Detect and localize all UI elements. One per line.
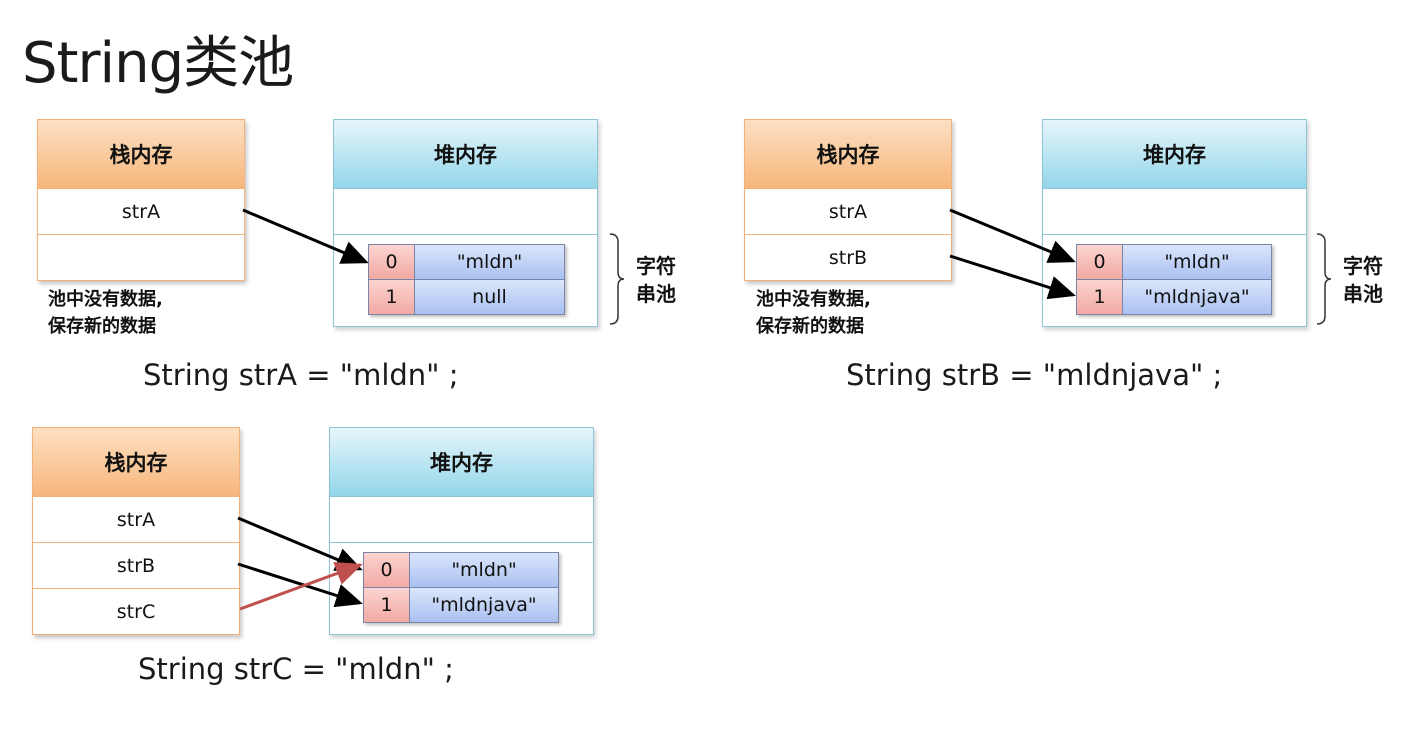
pool-note: 池中没有数据, 保存新的数据 xyxy=(756,286,871,340)
string-pool: 0 "mldn" 1 "mldnjava" xyxy=(1076,244,1272,315)
pool-row: 0 "mldn" xyxy=(369,245,564,279)
stack-memory-box: 栈内存 strA strB strC xyxy=(32,427,240,635)
pool-row: 1 "mldnjava" xyxy=(364,587,558,622)
pool-note-line: 保存新的数据 xyxy=(48,316,156,337)
pool-note: 池中没有数据, 保存新的数据 xyxy=(48,286,163,340)
heap-memory-header: 堆内存 xyxy=(1043,120,1306,189)
string-pool-label-line: 字符 xyxy=(1343,254,1383,278)
stack-memory-box: 栈内存 strA xyxy=(37,119,245,281)
stack-memory-header: 栈内存 xyxy=(745,120,951,189)
string-pool-label-line: 串池 xyxy=(1343,282,1383,306)
string-pool: 0 "mldn" 1 "mldnjava" xyxy=(363,552,559,623)
pool-value: "mldnjava" xyxy=(1123,280,1271,314)
pool-index: 1 xyxy=(369,280,415,314)
pool-value: "mldn" xyxy=(415,245,564,279)
stack-row: strA xyxy=(38,189,244,235)
string-pool-label-line: 字符 xyxy=(636,254,676,278)
pool-row: 1 null xyxy=(369,279,564,314)
new-reference-arrow xyxy=(239,561,363,611)
pool-value: "mldnjava" xyxy=(410,588,558,622)
string-pool-label: 字符 串池 xyxy=(1343,252,1383,308)
pool-note-line: 保存新的数据 xyxy=(756,316,864,337)
heap-empty-row xyxy=(330,497,593,543)
pool-row: 0 "mldn" xyxy=(364,553,558,587)
reference-arrow xyxy=(237,516,363,571)
pool-value: "mldn" xyxy=(1123,245,1271,279)
pool-row: 0 "mldn" xyxy=(1077,245,1271,279)
string-pool-label: 字符 串池 xyxy=(636,252,676,308)
heap-empty-row xyxy=(334,189,597,235)
page-title: String类池 xyxy=(22,31,294,96)
string-pool-brace xyxy=(609,233,625,325)
stack-memory-box: 栈内存 strA strB xyxy=(744,119,952,281)
reference-arrow xyxy=(949,208,1076,263)
stack-row: strA xyxy=(745,189,951,235)
string-pool-label-line: 串池 xyxy=(636,282,676,306)
stack-memory-header: 栈内存 xyxy=(33,428,239,497)
heap-memory-header: 堆内存 xyxy=(334,120,597,189)
reference-arrow xyxy=(242,208,369,264)
stack-row: strB xyxy=(33,543,239,589)
pool-index: 1 xyxy=(1077,280,1123,314)
string-pool: 0 "mldn" 1 null xyxy=(368,244,565,315)
pool-row: 1 "mldnjava" xyxy=(1077,279,1271,314)
stack-row: strC xyxy=(116,600,156,623)
pool-index: 0 xyxy=(364,553,410,587)
pool-note-line: 池中没有数据, xyxy=(756,289,871,310)
pool-note-line: 池中没有数据, xyxy=(48,289,163,310)
pool-value: null xyxy=(415,280,564,314)
pool-value: "mldn" xyxy=(410,553,558,587)
stack-row: strB xyxy=(828,246,868,269)
stack-memory-header: 栈内存 xyxy=(38,120,244,189)
string-pool-brace xyxy=(1316,233,1332,325)
heap-empty-row xyxy=(1043,189,1306,235)
code-statement: String strA = "mldn" ; xyxy=(143,358,459,392)
code-statement: String strB = "mldnjava" ; xyxy=(846,358,1223,392)
reference-arrow xyxy=(949,254,1076,300)
stack-row: strA xyxy=(33,497,239,543)
pool-index: 1 xyxy=(364,588,410,622)
code-statement: String strC = "mldn" ; xyxy=(138,652,454,686)
reference-arrow xyxy=(237,562,363,608)
heap-memory-header: 堆内存 xyxy=(330,428,593,497)
pool-index: 0 xyxy=(1077,245,1123,279)
pool-index: 0 xyxy=(369,245,415,279)
